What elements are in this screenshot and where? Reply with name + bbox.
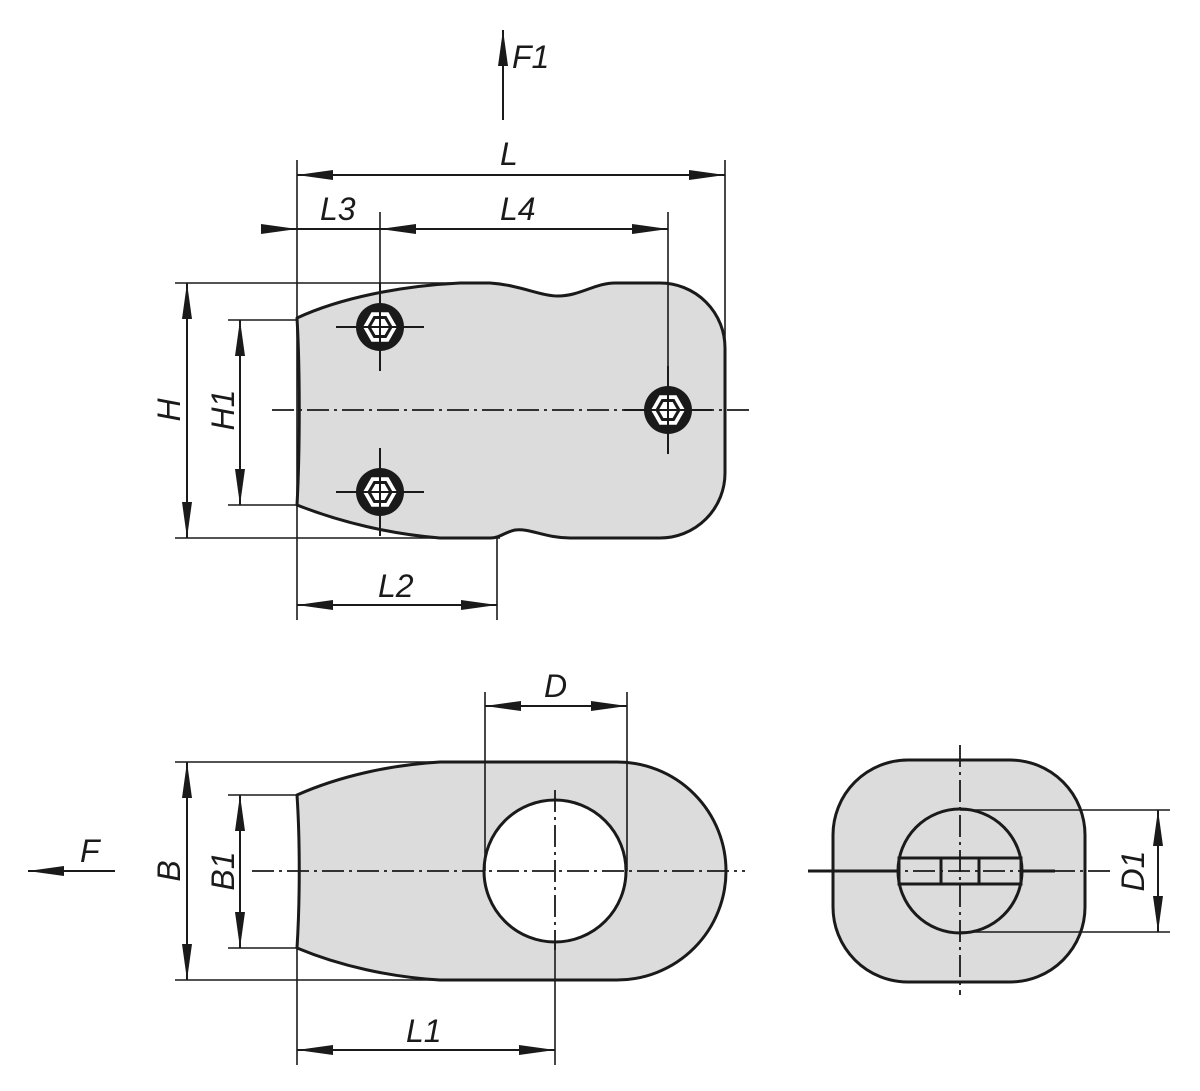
extension-lines (175, 160, 1170, 1065)
label-H: H (151, 398, 187, 422)
label-B1: B1 (205, 851, 241, 890)
label-L1: L1 (406, 1013, 442, 1049)
label-L: L (500, 136, 518, 172)
top-view (272, 281, 750, 540)
labels: F1 L L3 L4 H H1 L2 D F B B1 L1 D1 (80, 39, 1151, 1049)
label-D1: D1 (1115, 851, 1151, 892)
dimension-lines (28, 30, 1163, 1055)
side-view (252, 760, 745, 982)
label-L2: L2 (378, 568, 414, 604)
label-H1: H1 (205, 390, 241, 431)
label-D: D (544, 668, 567, 704)
label-F1: F1 (512, 39, 549, 75)
label-L3: L3 (320, 191, 356, 227)
label-B: B (151, 860, 187, 881)
screw-icon (336, 448, 424, 536)
label-F: F (80, 833, 102, 869)
end-view (808, 745, 1110, 995)
label-L4: L4 (500, 191, 536, 227)
